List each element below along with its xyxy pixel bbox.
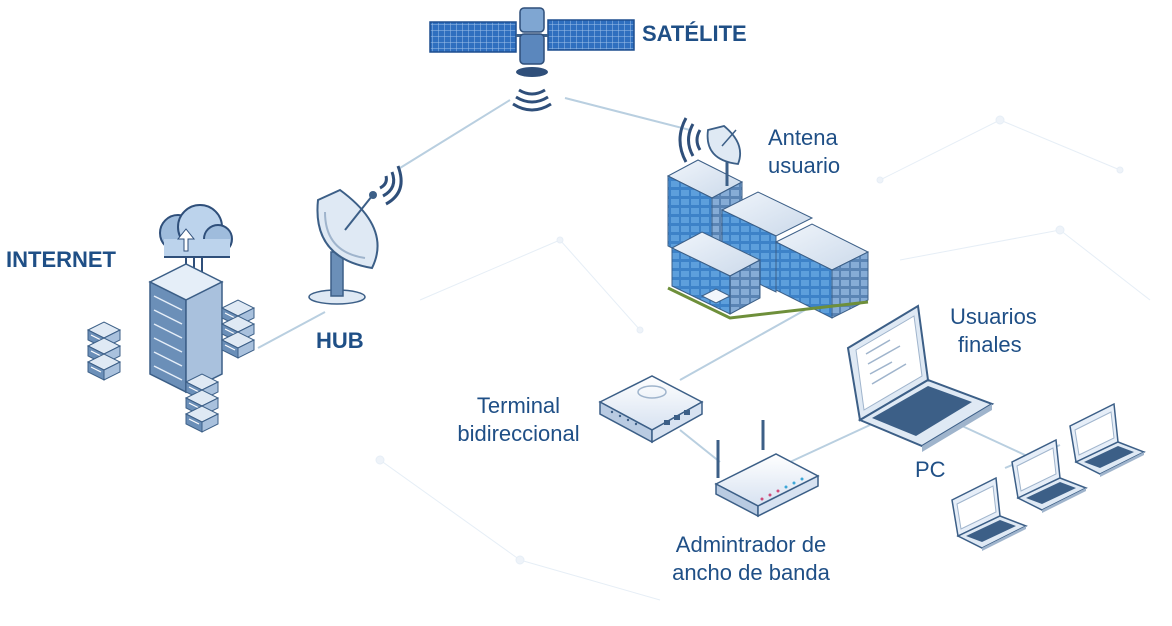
link-internet-hub <box>257 311 326 349</box>
terminal-label-line1: Terminal <box>476 393 561 418</box>
modem-icon <box>598 375 704 444</box>
laptop-icon <box>846 304 995 452</box>
manager-label-line1: Admintrador de <box>675 532 827 557</box>
users-label-line2: finales <box>958 331 1022 357</box>
terminal-label: Terminal bidireccional <box>446 392 591 447</box>
link-terminal-router <box>679 429 721 463</box>
satellite-icon <box>429 7 635 112</box>
link-router-laptop <box>789 424 871 463</box>
users-label-line1: Usuarios <box>950 304 1037 329</box>
antenna-label: Antena usuario <box>768 124 840 179</box>
link-laptop-network <box>959 424 1026 456</box>
link-building-terminal <box>679 309 806 381</box>
satellite-label: SATÉLITE <box>642 21 747 46</box>
server-cloud-icon <box>87 204 255 433</box>
satellite-dish-icon <box>308 165 403 305</box>
antenna-label-line1: Antena <box>768 125 838 150</box>
internet-label: INTERNET <box>6 247 116 272</box>
terminal-label-line2: bidireccional <box>457 420 580 446</box>
hub-label: HUB <box>316 328 364 353</box>
antenna-label-line2: usuario <box>768 152 841 178</box>
background-mesh <box>375 115 1151 601</box>
users-label: Usuarios finales <box>950 303 1037 358</box>
pc-label: PC <box>915 457 946 482</box>
link-satellite-antenna <box>564 97 691 131</box>
laptop-icon <box>951 403 1145 552</box>
router-icon <box>714 420 820 518</box>
link-hub-satellite <box>399 99 511 169</box>
manager-label-line2: ancho de banda <box>672 559 830 585</box>
building-icon <box>666 117 870 320</box>
manager-label: Admintrador de ancho de banda <box>656 531 846 586</box>
